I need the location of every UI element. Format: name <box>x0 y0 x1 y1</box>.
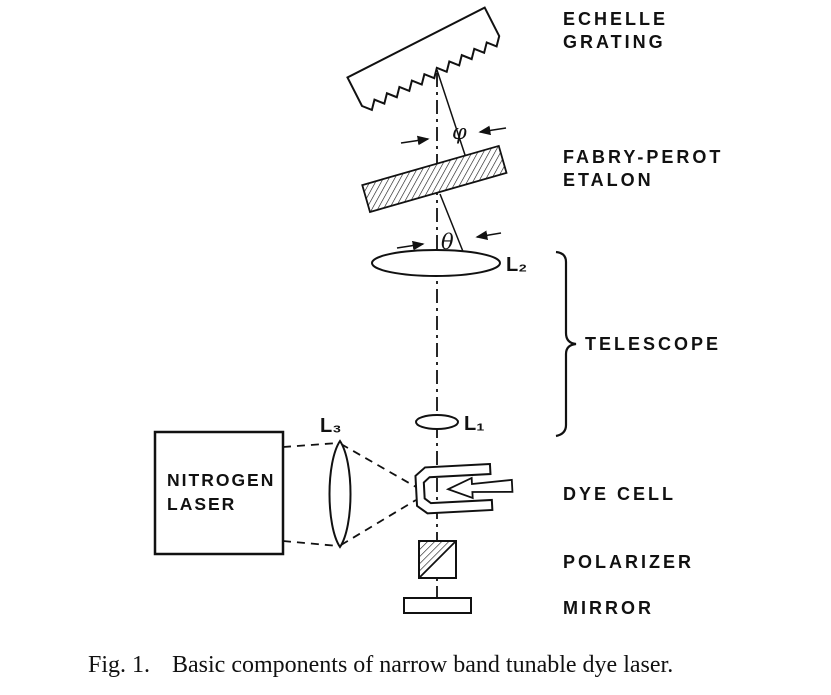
fabry-perot-etalon-shape <box>361 144 508 214</box>
echelle-grating-label-line1: ECHELLE <box>563 9 668 29</box>
echelle-grating-shape <box>346 6 501 112</box>
fabry-perot-label-line1: FABRY-PEROT <box>563 147 723 167</box>
angle-theta-label: θ <box>441 230 454 254</box>
etalon-hatch <box>361 144 508 214</box>
lens-l3-label: L₃ <box>320 415 341 437</box>
phi-right-arrow <box>478 125 507 136</box>
pump-beam-bottom-out <box>340 499 417 546</box>
grating-angled-ray <box>436 69 468 162</box>
lens-l2-shape <box>371 249 501 277</box>
caption-text: Basic components of narrow band tunable … <box>172 652 673 678</box>
nitrogen-laser-label-line1: NITROGEN <box>167 470 275 490</box>
mirror-shape <box>403 597 472 614</box>
phi-left-arrow <box>400 135 430 146</box>
grating-sawtooth-outline <box>346 6 501 112</box>
echelle-grating-label-line2: GRATING <box>563 32 666 52</box>
polarizer-diagonal <box>418 540 457 579</box>
nitrogen-laser-box <box>153 430 285 556</box>
lens-l2-label: L₂ <box>506 254 527 276</box>
dye-cell-shape <box>414 462 514 515</box>
etalon-angled-ray <box>439 193 465 255</box>
pump-beam-bottom-in <box>282 540 339 547</box>
lens-l3-shape <box>328 439 352 549</box>
telescope-brace <box>555 250 577 438</box>
mirror-label: MIRROR <box>563 598 654 618</box>
polarizer-label: POLARIZER <box>563 552 694 572</box>
lens-l1-label: L₁ <box>464 413 485 435</box>
pump-beam-top-out <box>340 443 417 488</box>
dye-cell-label: DYE CELL <box>563 484 676 504</box>
telescope-label: TELESCOPE <box>585 334 721 354</box>
fabry-perot-label-line2: ETALON <box>563 170 654 190</box>
dye-flow-arrow <box>445 476 514 500</box>
angle-phi-label: φ <box>452 120 467 144</box>
theta-right-arrow <box>475 230 502 241</box>
pump-beam-top-in <box>282 442 339 448</box>
lens-l1-shape <box>415 414 459 430</box>
caption-prefix: Fig. 1. <box>88 652 150 678</box>
dye-cell-body <box>414 462 494 515</box>
nitrogen-laser-label-line2: LASER <box>167 494 236 514</box>
theta-left-arrow <box>396 240 425 251</box>
